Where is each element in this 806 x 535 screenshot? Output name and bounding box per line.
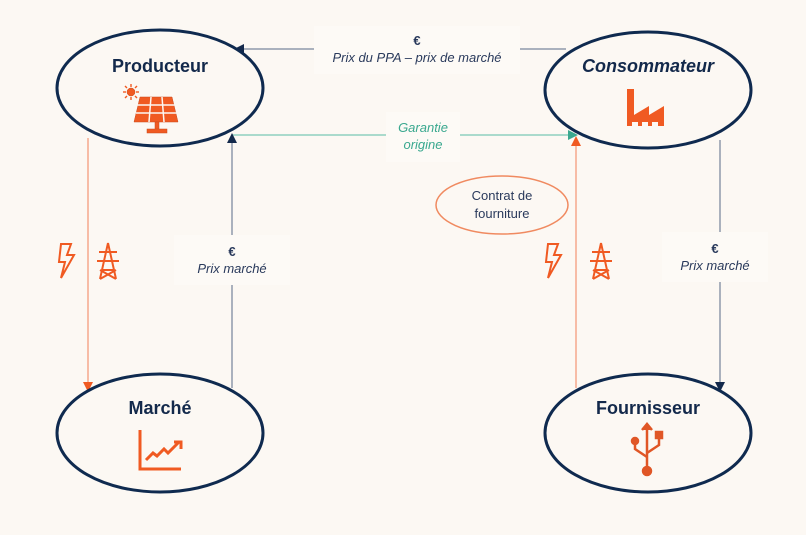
node-consommateur-shape[interactable] [543,30,753,150]
node-producteur-label: Producteur [111,56,208,76]
rising-chart-icon [138,430,183,471]
pylon-icon [97,242,119,280]
node-consommateur-label: Consommateur [581,56,715,76]
guarantee-line1: Garantie [398,120,448,135]
euro-symbol: € [228,244,236,259]
pylon-icon [590,242,612,280]
ppa-price-text: Prix du PPA – prix de marché [332,50,502,65]
node-fournisseur-label: Fournisseur [595,398,701,418]
contract-line2: fourniture [474,206,530,221]
contract-line1: Contrat de [471,188,533,203]
solar-panel-icon [123,84,179,134]
contract-shape [435,175,569,235]
factory-icon [627,89,664,126]
lightning-icon [544,243,563,279]
lightning-icon [57,243,76,279]
usb-distribution-icon [630,422,664,477]
guarantee-label: Garantie origine [386,112,460,162]
market-price-right-text: Prix marché [680,258,750,273]
market-price-left-label: € Prix marché [174,235,290,285]
contract-label: Contrat de fourniture [440,187,564,223]
market-price-right-label: € Prix marché [662,232,768,282]
ppa-price-label: € Prix du PPA – prix de marché [314,26,520,74]
market-price-left-text: Prix marché [197,261,267,276]
euro-symbol: € [711,241,719,256]
node-producteur-shape[interactable] [55,28,265,148]
euro-symbol: € [413,33,421,48]
node-marche-shape[interactable] [55,372,265,494]
guarantee-line2: origine [403,137,443,152]
node-marche-label: Marché [128,398,192,418]
